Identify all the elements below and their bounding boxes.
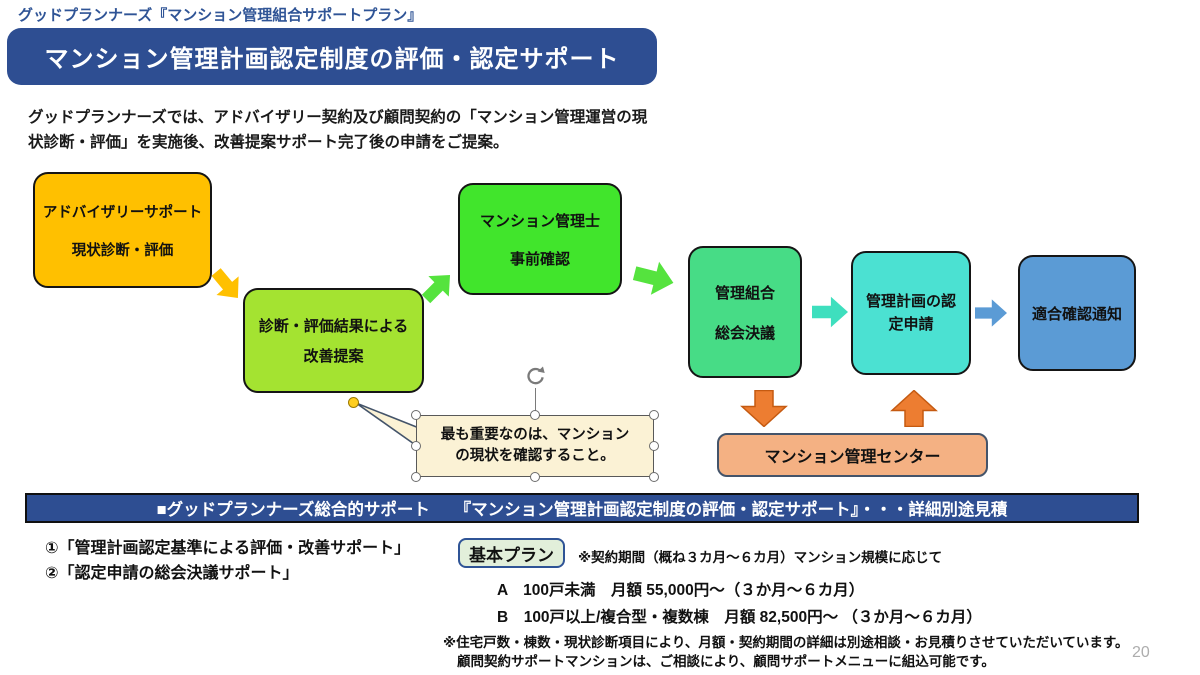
flow-box-certification-application[interactable]: 管理計画の認 定申請 — [851, 251, 971, 375]
selection-handle-top-left[interactable] — [411, 410, 421, 420]
basic-plan-label: 基本プラン — [469, 545, 554, 565]
plan-name-label[interactable]: グッドプランナーズ『マンション管理組合サポートプラン』 — [18, 7, 423, 24]
slide-title: マンション管理計画認定制度の評価・認定サポート — [44, 46, 620, 73]
bent-arrow-green-up-icon[interactable] — [414, 263, 462, 311]
manager-line-2: 事前確認 — [509, 250, 570, 268]
fine-print-line-1: ※住宅戸数・棟数・現状診断項目により、月額・契約期間の詳細は別途相談・お見積りさ… — [443, 635, 1129, 650]
flow-box-manager-precheck[interactable]: マンション管理士 事前確認 — [458, 183, 622, 295]
price-line-a[interactable]: A 100戸未満 月額 55,000円～（３か月～６カ月） — [497, 582, 865, 599]
callout-line-2: の現状を確認すること。 — [455, 448, 615, 464]
proposal-line-2: 改善提案 — [303, 348, 364, 365]
basic-plan-chip[interactable]: 基本プラン — [458, 538, 565, 568]
intro-line-2: 状診断・評価」を実施後、改善提案サポート完了後の申請をご提案。 — [28, 133, 509, 151]
intro-textbox[interactable]: グッドプランナーズでは、アドバイザリー契約及び顧問契約の「マンション管理運営の現… — [28, 106, 718, 155]
rotation-handle-stem — [534, 388, 536, 412]
page-number: 20 — [1132, 644, 1150, 661]
advisory-line-1: アドバイザリーサポート — [42, 204, 203, 221]
rotate-handle-icon[interactable] — [524, 365, 547, 388]
slide-title-banner[interactable]: マンション管理計画認定制度の評価・認定サポート — [7, 28, 657, 85]
intro-line-1: グッドプランナーズでは、アドバイザリー契約及び顧問契約の「マンション管理運営の現 — [28, 109, 648, 126]
arrow-green-right-icon[interactable] — [624, 252, 684, 303]
arrow-orange-up-icon[interactable] — [890, 390, 938, 427]
contract-period-note[interactable]: ※契約期間（概ね３カ月～６カ月）マンション規模に応じて — [578, 550, 943, 565]
arrow-cyan-right-icon[interactable] — [812, 294, 848, 330]
price-line-b[interactable]: B 100戸以上/複合型・複数棟 月額 82,500円～ （３か月～６カ月） — [497, 609, 982, 626]
assembly-line-2: 総会決議 — [714, 324, 775, 342]
arrow-blue-right-icon[interactable] — [975, 296, 1007, 330]
bent-arrow-orange-icon[interactable] — [203, 261, 251, 309]
selection-handle-mid-left[interactable] — [411, 441, 421, 451]
proposal-line-1: 診断・評価結果による — [258, 318, 409, 335]
selection-handle-bottom-left[interactable] — [411, 472, 421, 482]
support-item-2: ②「認定申請の総会決議サポート」 — [45, 564, 299, 582]
arrow-orange-down-icon[interactable] — [740, 390, 788, 427]
fine-print-textbox[interactable]: ※住宅戸数・棟数・現状診断項目により、月額・契約期間の詳細は別途相談・お見積りさ… — [443, 633, 1129, 671]
advisory-line-2: 現状診断・評価 — [71, 242, 174, 259]
flow-box-improvement-proposal[interactable]: 診断・評価結果による 改善提案 — [243, 288, 424, 393]
summary-band-label: ■グッドプランナーズ総合的サポート 『マンション管理計画認定制度の評価・認定サポ… — [156, 501, 1008, 519]
flow-box-conformity-notice[interactable]: 適合確認通知 — [1018, 255, 1136, 371]
callout-line-1: 最も重要なのは、マンション — [440, 427, 630, 443]
selection-handle-top-right[interactable] — [649, 410, 659, 420]
management-center-box[interactable]: マンション管理センター — [717, 433, 988, 477]
selection-handle-top-mid[interactable] — [530, 410, 540, 420]
flow-box-advisory-support[interactable]: アドバイザリーサポート 現状診断・評価 — [33, 172, 212, 288]
application-line-2: 定申請 — [888, 316, 934, 333]
management-center-label: マンション管理センター — [764, 449, 941, 466]
summary-band[interactable]: ■グッドプランナーズ総合的サポート 『マンション管理計画認定制度の評価・認定サポ… — [25, 493, 1139, 523]
support-item-1: ①「管理計画認定基準による評価・改善サポート」 — [45, 540, 411, 557]
manager-line-1: マンション管理士 — [479, 212, 600, 230]
assembly-line-1: 管理組合 — [714, 284, 775, 302]
support-items-textbox[interactable]: ①「管理計画認定基準による評価・改善サポート」 ②「認定申請の総会決議サポート」 — [45, 537, 410, 586]
selection-handle-bottom-mid[interactable] — [530, 472, 540, 482]
flow-box-assembly-resolution[interactable]: 管理組合 総会決議 — [688, 246, 802, 378]
selection-handle-mid-right[interactable] — [649, 441, 659, 451]
application-line-1: 管理計画の認 — [865, 293, 956, 310]
callout-important-note[interactable]: 最も重要なのは、マンション の現状を確認すること。 — [416, 415, 654, 477]
selection-handle-bottom-right[interactable] — [649, 472, 659, 482]
fine-print-line-2: 顧問契約サポートマンションは、ご相談により、顧問サポートメニューに組込可能です。 — [457, 654, 995, 669]
notice-label: 適合確認通知 — [1031, 305, 1122, 323]
callout-adjust-handle[interactable] — [348, 397, 359, 408]
